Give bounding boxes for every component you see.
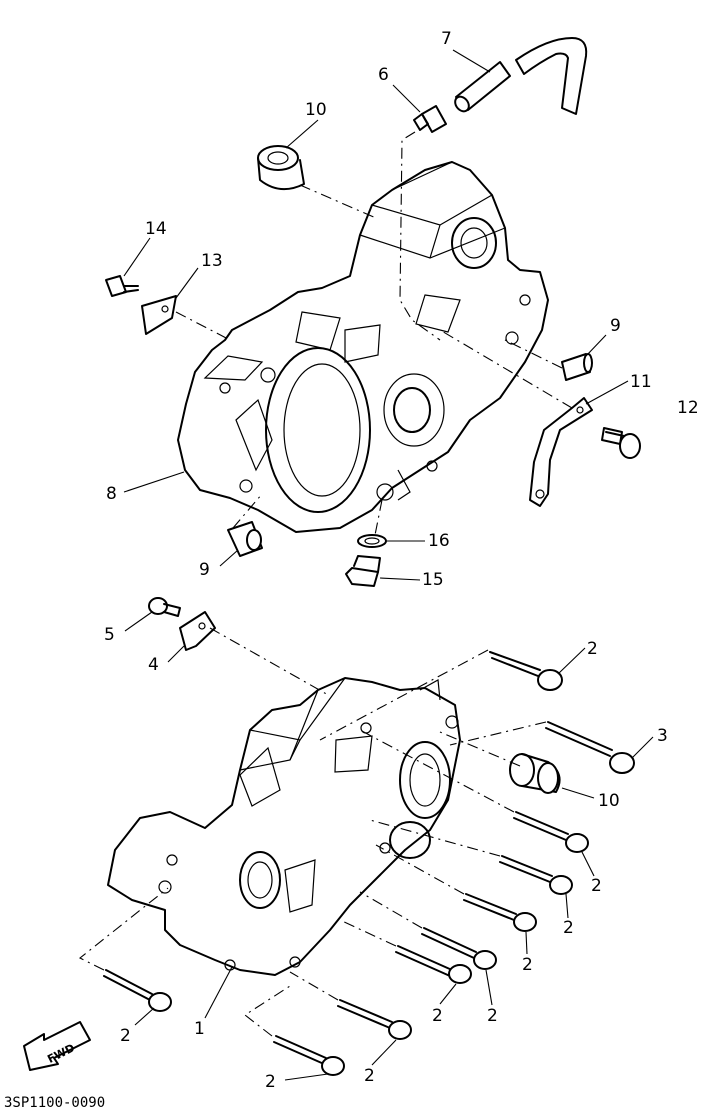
bolt-2-c: [499, 855, 573, 895]
callout-3: 3: [657, 726, 668, 746]
diagram-code: 3SP1100-0090: [4, 1095, 105, 1111]
callout-2-i: 2: [120, 1026, 131, 1046]
callout-2-f: 2: [432, 1006, 443, 1026]
bushing-lower: [509, 753, 561, 794]
callout-2-d: 2: [522, 955, 533, 975]
leader-lines: [123, 49, 654, 1081]
clip-4: [179, 611, 216, 651]
callout-11: 11: [630, 372, 652, 392]
bolt-2-h: [273, 1035, 345, 1076]
callout-13: 13: [201, 251, 223, 271]
callout-16: 16: [428, 531, 450, 551]
assembly-guide-lines: [78, 131, 573, 1037]
bolt-2-f: [395, 945, 472, 984]
bolt-2-g: [337, 999, 412, 1040]
plate-13: [141, 295, 177, 335]
bolt-2-e: [421, 927, 497, 970]
crankcase-lower-half: [107, 677, 461, 976]
callouts: 7 6 10 14 13 9 11 12 8 16 9 15 5 2 4 3 1…: [104, 29, 699, 1092]
callout-2-b: 2: [591, 876, 602, 896]
callout-10-top: 10: [305, 100, 327, 120]
bushing-upper: [257, 145, 305, 191]
callout-2-c: 2: [563, 918, 574, 938]
nipple-fitting: [413, 105, 447, 133]
bolt-2-i: [103, 969, 172, 1012]
callout-14: 14: [145, 219, 167, 239]
callout-6: 6: [378, 65, 389, 85]
callout-7: 7: [441, 29, 452, 49]
screw-5: [148, 597, 181, 617]
fwd-label: FWD: [45, 1041, 77, 1066]
drain-plug-15: [345, 555, 381, 587]
bolt-12: [601, 427, 641, 459]
callout-2-e: 2: [487, 1006, 498, 1026]
callout-2-h: 2: [265, 1072, 276, 1092]
fwd-arrow-icon: FWD: [23, 1021, 91, 1071]
bolt-2-d: [463, 893, 537, 932]
bolt-2-a: [489, 651, 563, 691]
crankcase-upper-half: [177, 161, 549, 533]
bolt-14: [105, 275, 139, 297]
bolt-3: [545, 721, 635, 774]
bracket-11: [529, 397, 593, 507]
dowel-pin-right: [561, 353, 593, 381]
callout-5: 5: [104, 625, 115, 645]
dowel-pin-left: [227, 521, 263, 557]
breather-pipe: [454, 61, 511, 113]
callout-4: 4: [148, 655, 159, 675]
callout-9-right: 9: [610, 316, 621, 336]
breather-hose: [515, 37, 588, 115]
callout-1: 1: [194, 1019, 205, 1039]
callout-2-top: 2: [587, 639, 598, 659]
callout-9-left: 9: [199, 560, 210, 580]
callout-2-g: 2: [364, 1066, 375, 1086]
washer-16: [357, 534, 387, 548]
callout-15: 15: [422, 570, 444, 590]
callout-10-bottom: 10: [598, 791, 620, 811]
callout-12: 12: [677, 398, 699, 418]
callout-8: 8: [106, 484, 117, 504]
bolt-2-b: [513, 811, 589, 853]
